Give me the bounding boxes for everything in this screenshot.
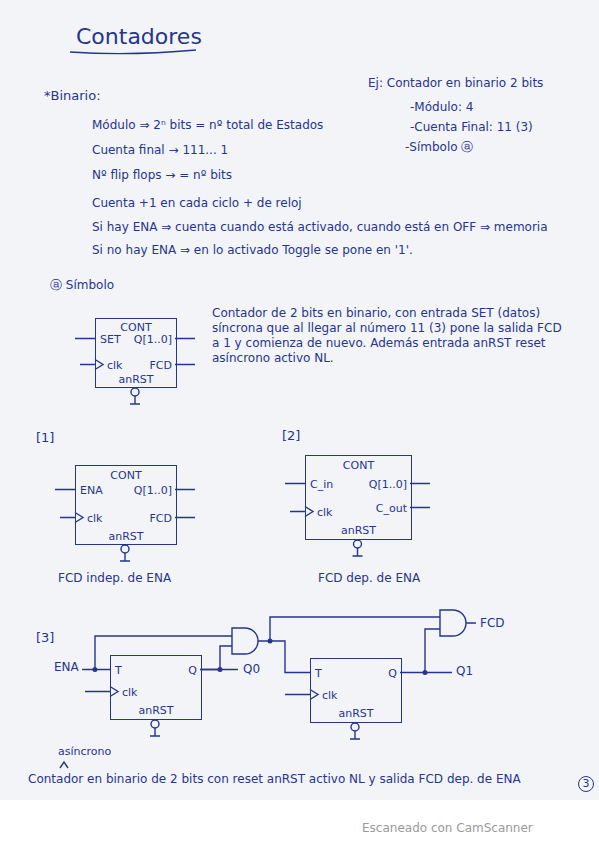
pin-label: T xyxy=(315,667,322,680)
title-underline xyxy=(70,50,196,54)
junction xyxy=(423,671,427,675)
pin-label: FCD xyxy=(150,512,172,525)
note-text: Nº flip flops → = nº bits xyxy=(92,168,232,183)
clock-triangle xyxy=(85,687,118,697)
pin-label: FCD xyxy=(150,359,172,372)
pin-label: clk xyxy=(322,689,337,702)
note-text: [2] xyxy=(282,428,300,443)
pin-label: C_out xyxy=(376,502,407,515)
note-text: -Símbolo ⓐ xyxy=(405,140,473,155)
note-text: Cuenta +1 en cada ciclo + de reloj xyxy=(92,196,302,211)
and-gate xyxy=(440,610,476,636)
note-text: FCD xyxy=(480,616,505,631)
bubble xyxy=(121,545,129,553)
note-text: Si hay ENA ⇒ cuenta cuando está activado… xyxy=(92,220,548,235)
note-text: -Módulo: 4 xyxy=(410,100,473,115)
pin-label: clk xyxy=(107,359,122,372)
counter-symbol: CONTSET clk Q[1..0] FCDanRST xyxy=(95,318,177,388)
page-title: Contadores xyxy=(76,24,202,50)
note-text: Q0 xyxy=(243,662,260,677)
pin-label: anRST xyxy=(306,524,411,537)
pin-label: CONT xyxy=(76,469,176,482)
pin-label: clk xyxy=(87,512,102,525)
ground-stub xyxy=(150,728,160,736)
pin-label: C_in xyxy=(310,478,333,491)
note-text: Contador en binario de 2 bits con reset … xyxy=(28,772,521,787)
note-text: Ej: Contador en binario 2 bits xyxy=(368,76,543,91)
pin-label: anRST xyxy=(76,530,176,543)
t-flip-flop: T Qclk anRST xyxy=(110,655,202,720)
note-text: Q1 xyxy=(456,664,473,679)
and-wire xyxy=(270,617,440,641)
note-text: Contador de 2 bits en binario, con entra… xyxy=(212,306,562,366)
counter-symbol: CONT ENA clk Q[1..0] FCD anRST xyxy=(75,465,177,545)
note-text: ⓐ Símbolo xyxy=(50,278,114,293)
bubble xyxy=(351,723,359,731)
pin-label: T xyxy=(115,664,122,677)
ena-wire xyxy=(82,636,232,670)
pin-label: Q xyxy=(188,664,197,677)
junction xyxy=(93,668,97,672)
note-text: [3] xyxy=(36,630,54,645)
note-text: ENA xyxy=(54,660,79,675)
pin-label: ENA xyxy=(80,484,103,497)
ground-stub xyxy=(353,548,363,556)
pin-label: clk xyxy=(317,506,332,519)
and-gate xyxy=(232,628,258,654)
pin-label: Q[1..0] xyxy=(369,478,407,491)
pin-label: anRST xyxy=(96,373,176,386)
note-text: *Binario: xyxy=(44,88,101,103)
pin-label: anRST xyxy=(311,707,401,720)
insert-caret xyxy=(60,762,68,768)
bubble xyxy=(131,388,139,396)
note-text: -Cuenta Final: 11 (3) xyxy=(410,120,533,135)
t-flip-flop: T Qclk anRST xyxy=(310,658,402,723)
pin-label: SET xyxy=(100,333,121,346)
pin-label: Q xyxy=(388,667,397,680)
pin-label: CONT xyxy=(96,321,176,334)
ground-stub xyxy=(120,553,130,561)
note-text: FCD indep. de ENA xyxy=(58,571,171,586)
clock-triangle xyxy=(285,690,318,700)
pin-label: Q[1..0] xyxy=(134,484,172,497)
watermark: Escaneado con CamScanner xyxy=(362,821,533,836)
note-text: [1] xyxy=(36,430,54,445)
counter-symbol: CONT C_inclk Q[1..0] C_out anRST xyxy=(305,455,412,540)
note-text: asíncrono xyxy=(58,744,111,759)
note-text: Módulo ⇒ 2ⁿ bits = nº total de Estados xyxy=(92,118,323,133)
bubble xyxy=(354,540,362,548)
pin-label: clk xyxy=(122,686,137,699)
page-number: 3 xyxy=(578,776,594,792)
note-text: Si no hay ENA ⇒ en lo activado Toggle se… xyxy=(92,243,413,258)
clock-triangle xyxy=(95,360,103,370)
clock-triangle xyxy=(75,513,83,523)
pin-label: anRST xyxy=(111,704,201,717)
clock-triangle xyxy=(305,507,313,517)
note-text: FCD dep. de ENA xyxy=(318,571,420,586)
pin-label: CONT xyxy=(306,459,411,472)
pin-label: Q[1..0] xyxy=(134,333,172,346)
ground-stub xyxy=(350,731,360,739)
note-text: Cuenta final → 111... 1 xyxy=(92,143,228,158)
bubble xyxy=(151,720,159,728)
ground-stub xyxy=(130,396,140,404)
